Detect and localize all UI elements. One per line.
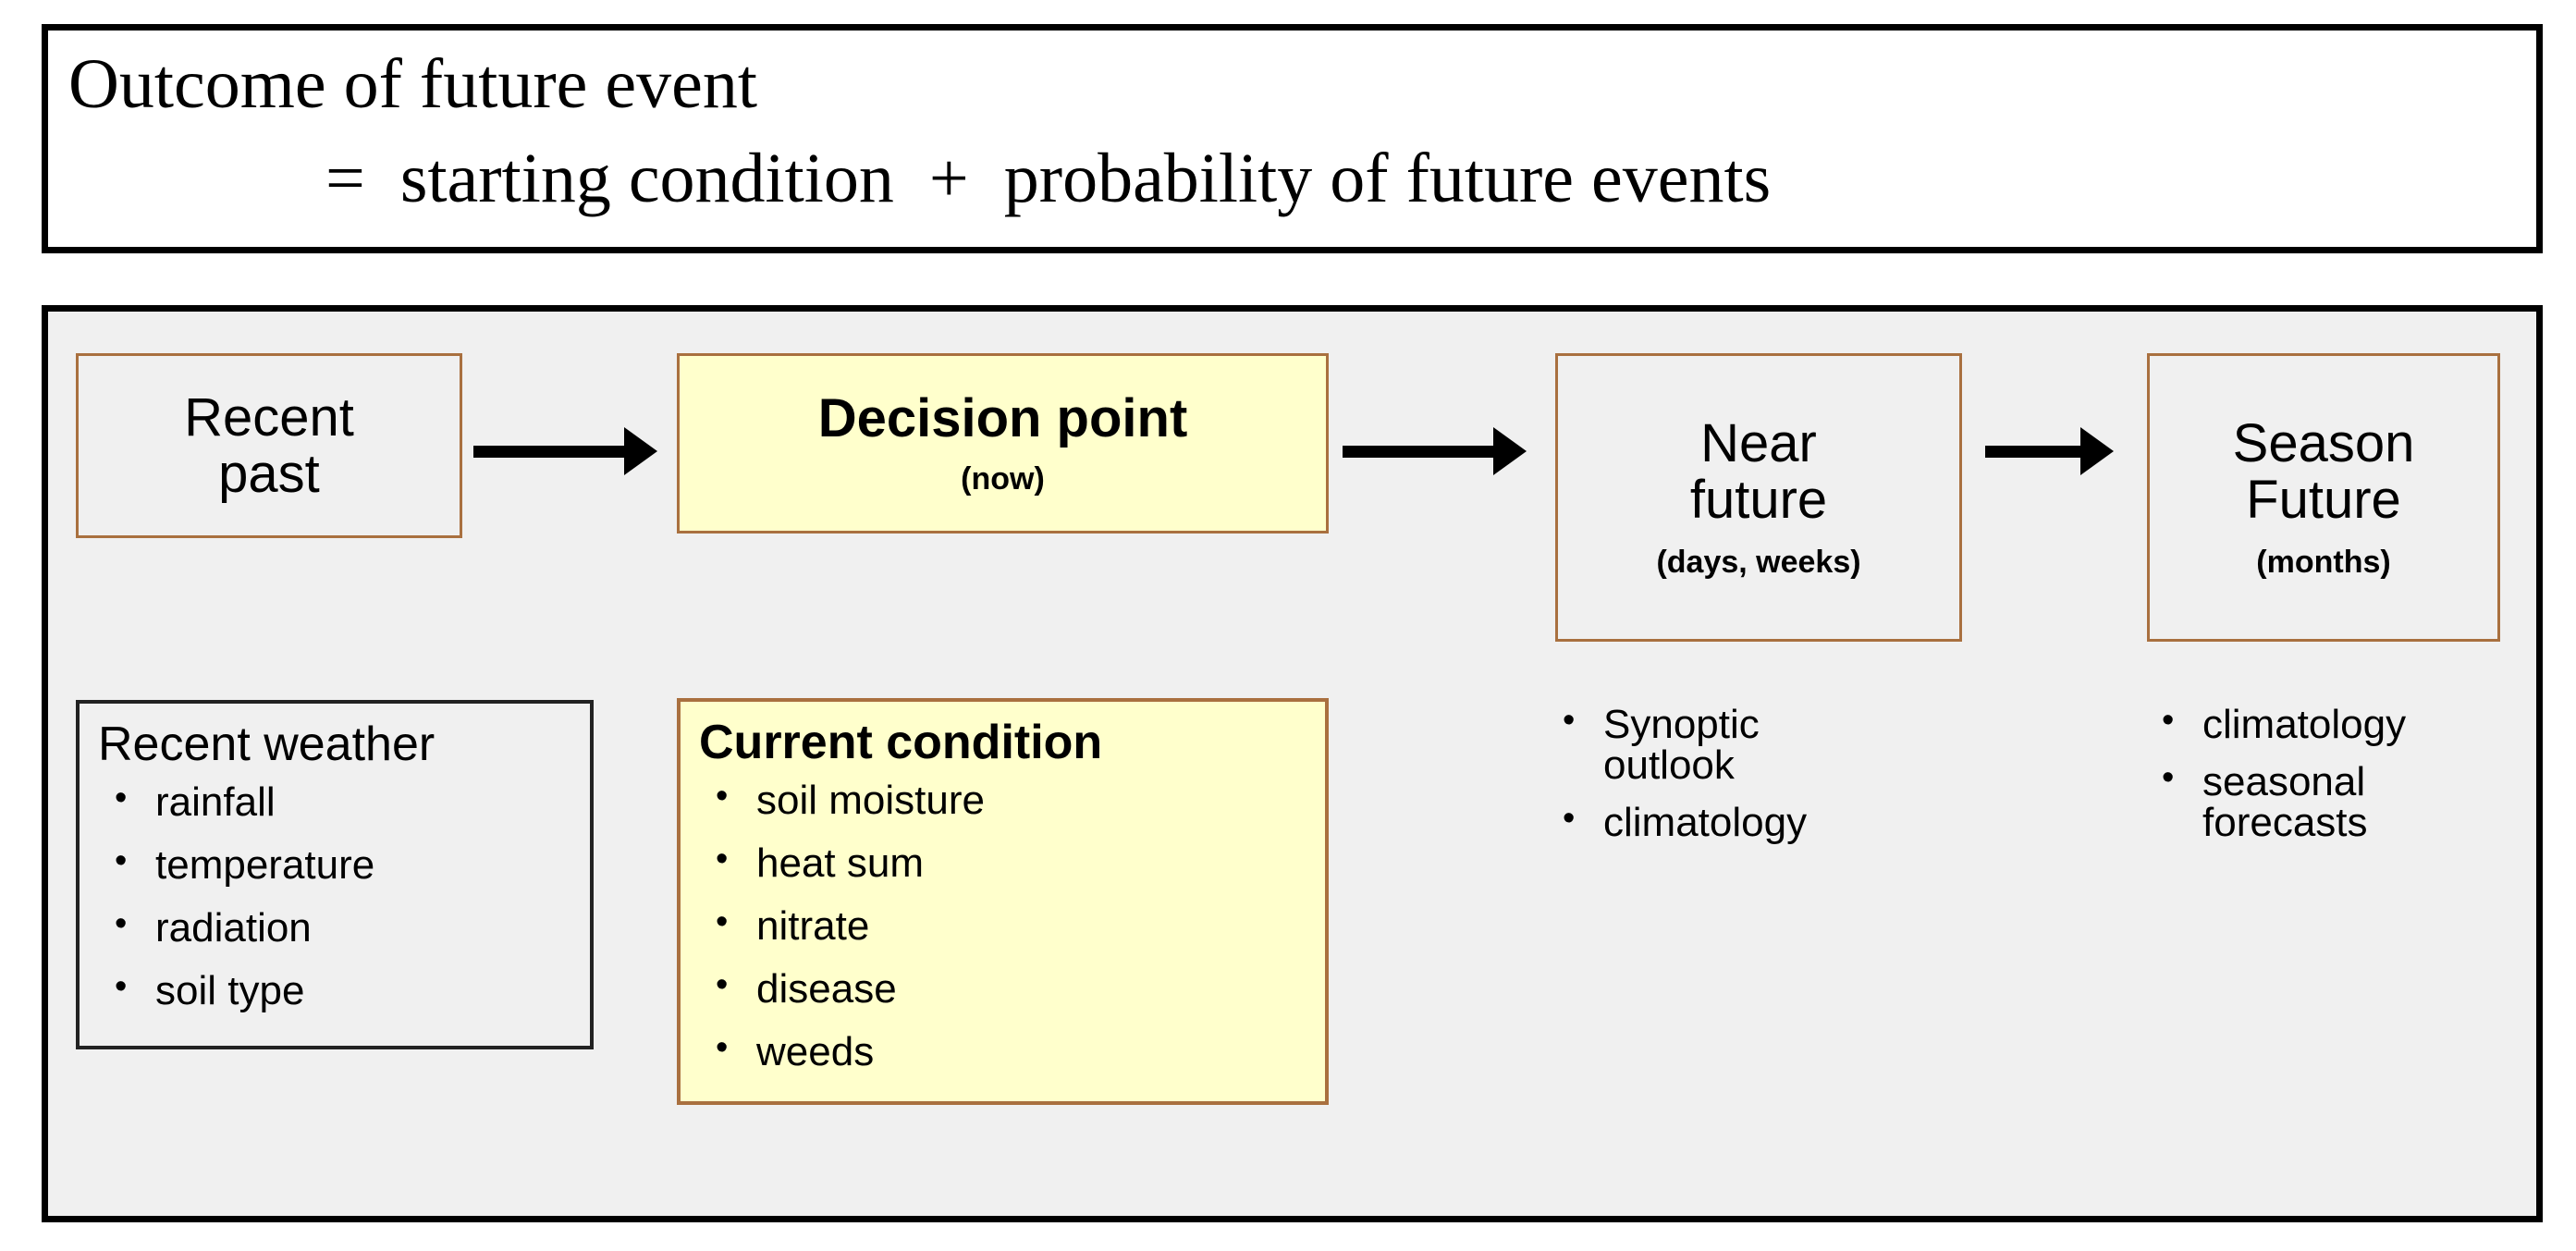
arrow-shaft	[473, 445, 626, 458]
arrow-right-icon	[473, 427, 657, 475]
list-item: seasonal forecasts	[2145, 760, 2515, 843]
detail-title-recent-weather: Recent weather	[98, 717, 435, 771]
detail-list-current-condition: soil moisture heat sum nitrate disease w…	[699, 779, 1306, 1073]
stage-box-season-future[interactable]: Season Future (months)	[2147, 353, 2500, 642]
list-item: soil type	[98, 969, 571, 1012]
list-item: climatology	[2145, 703, 2515, 745]
timeline-diagram-panel: Recent past Decision point (now) Near fu…	[42, 305, 2543, 1222]
stage-title-season-future: Season Future	[2232, 412, 2415, 531]
detail-title-current-condition: Current condition	[699, 716, 1103, 769]
arrow-head	[1493, 427, 1527, 475]
stage-subtitle-near-future: (days, weeks)	[1656, 544, 1861, 580]
detail-list-season-future-wrapper: climatology seasonal forecasts	[2145, 703, 2515, 860]
stage-box-recent-past[interactable]: Recent past	[76, 353, 462, 538]
list-item: heat sum	[699, 841, 1306, 884]
list-item: Synoptic outlook	[1546, 703, 1962, 786]
list-item: climatology	[1546, 801, 1962, 843]
list-item: disease	[699, 967, 1306, 1010]
stage-title-near-future: Near future	[1689, 412, 1828, 531]
arrow-head	[2080, 427, 2114, 475]
detail-list-near-future: Synoptic outlook climatology	[1546, 703, 1962, 843]
list-item: rainfall	[98, 780, 571, 823]
stage-box-decision-point[interactable]: Decision point (now)	[677, 353, 1329, 534]
arrow-shaft	[1343, 445, 1495, 458]
list-item: temperature	[98, 843, 571, 886]
detail-box-recent-weather[interactable]: Recent weather rainfall temperature radi…	[76, 700, 594, 1049]
stage-subtitle-season-future: (months)	[2256, 544, 2391, 580]
list-item: weeds	[699, 1030, 1306, 1073]
equation-line-expansion: = starting condition + probability of fu…	[325, 140, 1772, 217]
detail-list-near-future-wrapper: Synoptic outlook climatology	[1546, 703, 1962, 860]
stage-box-near-future[interactable]: Near future (days, weeks)	[1555, 353, 1962, 642]
arrow-head	[624, 427, 657, 475]
detail-list-season-future: climatology seasonal forecasts	[2145, 703, 2515, 843]
equation-panel: Outcome of future event = starting condi…	[42, 24, 2543, 253]
stage-title-recent-past: Recent past	[184, 386, 354, 504]
stage-title-decision-point: Decision point	[817, 388, 1188, 449]
arrow-shaft	[1985, 445, 2082, 458]
stage-subtitle-decision-point: (now)	[961, 460, 1045, 497]
arrow-right-icon	[1985, 427, 2114, 475]
list-item: nitrate	[699, 904, 1306, 947]
detail-list-recent-weather: rainfall temperature radiation soil type	[98, 780, 571, 1012]
detail-box-current-condition[interactable]: Current condition soil moisture heat sum…	[677, 698, 1329, 1105]
list-item: radiation	[98, 906, 571, 949]
list-item: soil moisture	[699, 779, 1306, 821]
equation-line-outcome: Outcome of future event	[68, 45, 757, 123]
arrow-right-icon	[1343, 427, 1527, 475]
